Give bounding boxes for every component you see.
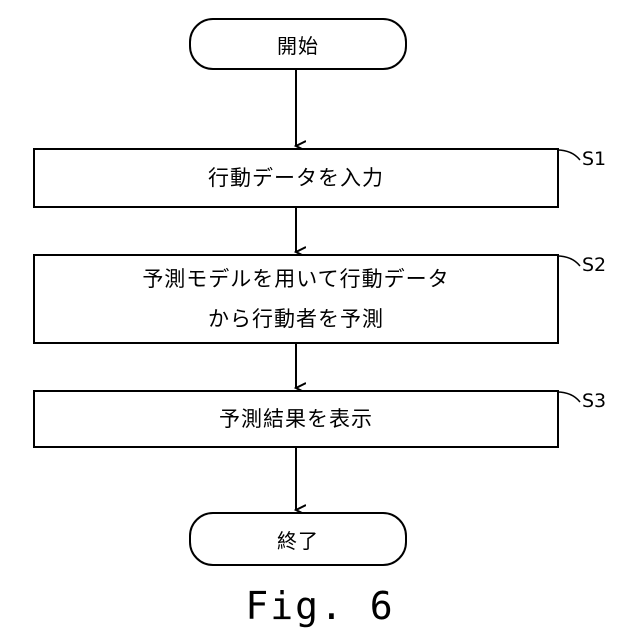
step-box-s3: 予測結果を表示 <box>33 390 559 448</box>
step-id-s3: S3 <box>582 390 606 412</box>
step-box-s2: 予測モデルを用いて行動データ から行動者を予測 <box>33 254 559 344</box>
step-id-s2: S2 <box>582 254 606 276</box>
start-terminal: 開始 <box>189 18 407 70</box>
end-label: 終了 <box>277 525 319 554</box>
step-s2-text-line2: から行動者を予測 <box>208 299 384 339</box>
step-id-s1: S1 <box>582 148 606 170</box>
end-terminal: 終了 <box>189 512 407 566</box>
step-box-s1: 行動データを入力 <box>33 148 559 208</box>
step-s3-text: 予測結果を表示 <box>219 399 373 439</box>
leader-s3 <box>557 392 580 402</box>
step-s1-text: 行動データを入力 <box>208 158 384 198</box>
step-s2-text-line1: 予測モデルを用いて行動データ <box>142 259 449 299</box>
figure-caption: Fig. 6 <box>0 584 640 628</box>
leader-s2 <box>557 256 580 266</box>
leader-s1 <box>557 150 580 160</box>
start-label: 開始 <box>277 30 319 59</box>
